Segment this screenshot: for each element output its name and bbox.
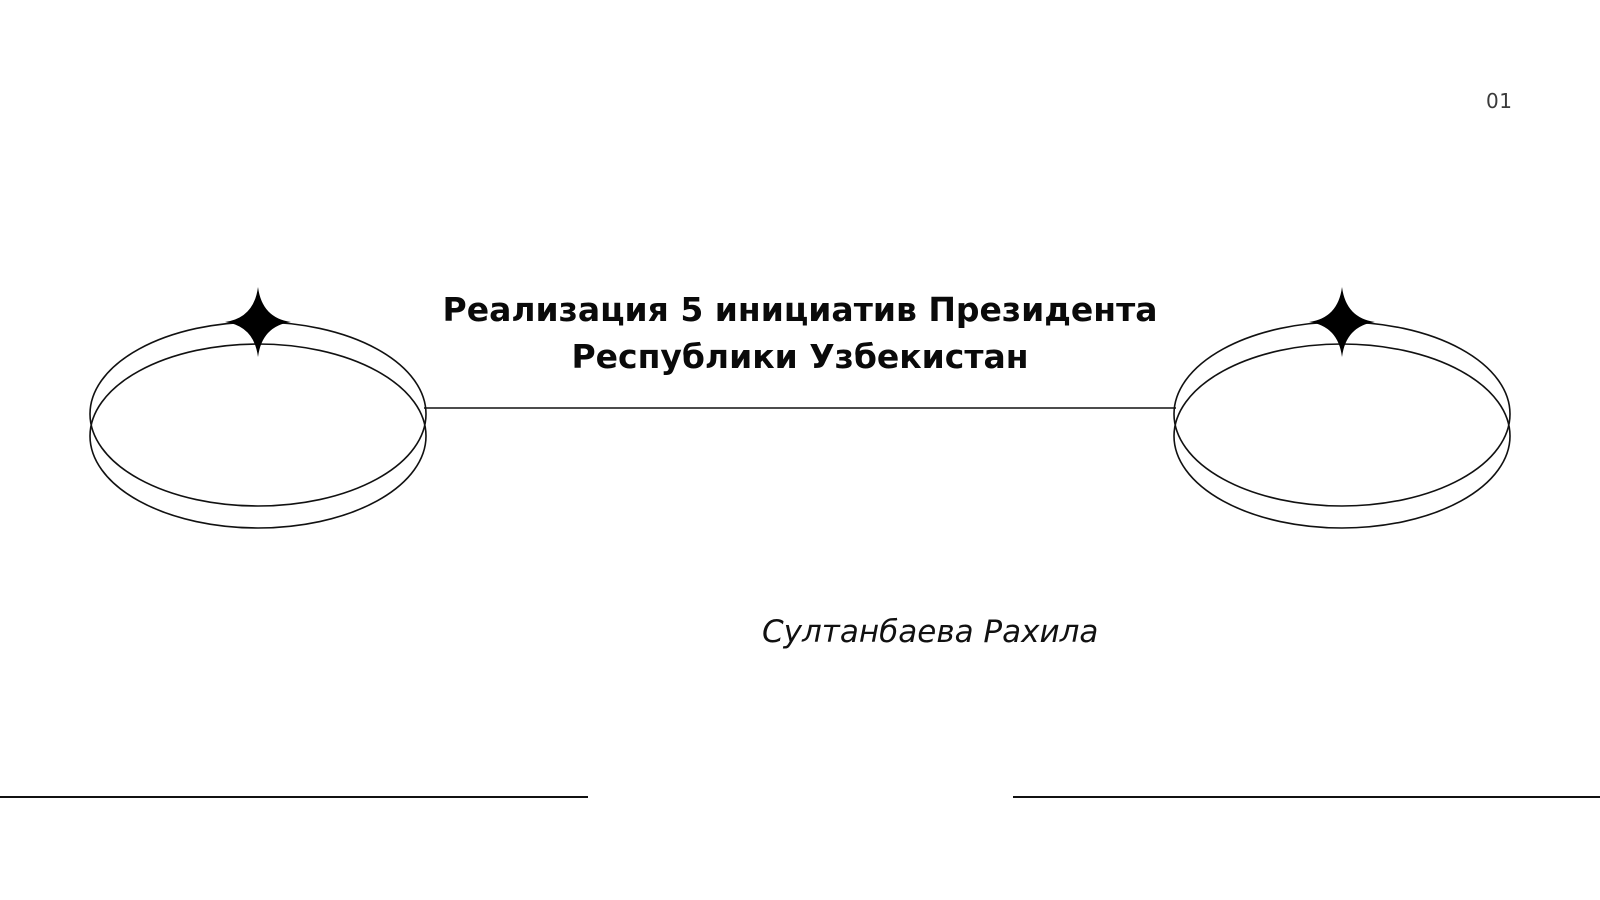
- left-sparkle-star-icon: [225, 287, 291, 357]
- author-name: Султанбаева Рахила: [762, 614, 1099, 650]
- title-line-1: Реализация 5 инициатив Президента: [442, 290, 1158, 329]
- right-sparkle-star-icon: [1309, 287, 1375, 357]
- slide-title: Реализация 5 инициатив Президента Респуб…: [300, 286, 1300, 380]
- title-line-2: Республики Узбекистан: [571, 337, 1029, 376]
- page-number: 01: [1486, 89, 1513, 113]
